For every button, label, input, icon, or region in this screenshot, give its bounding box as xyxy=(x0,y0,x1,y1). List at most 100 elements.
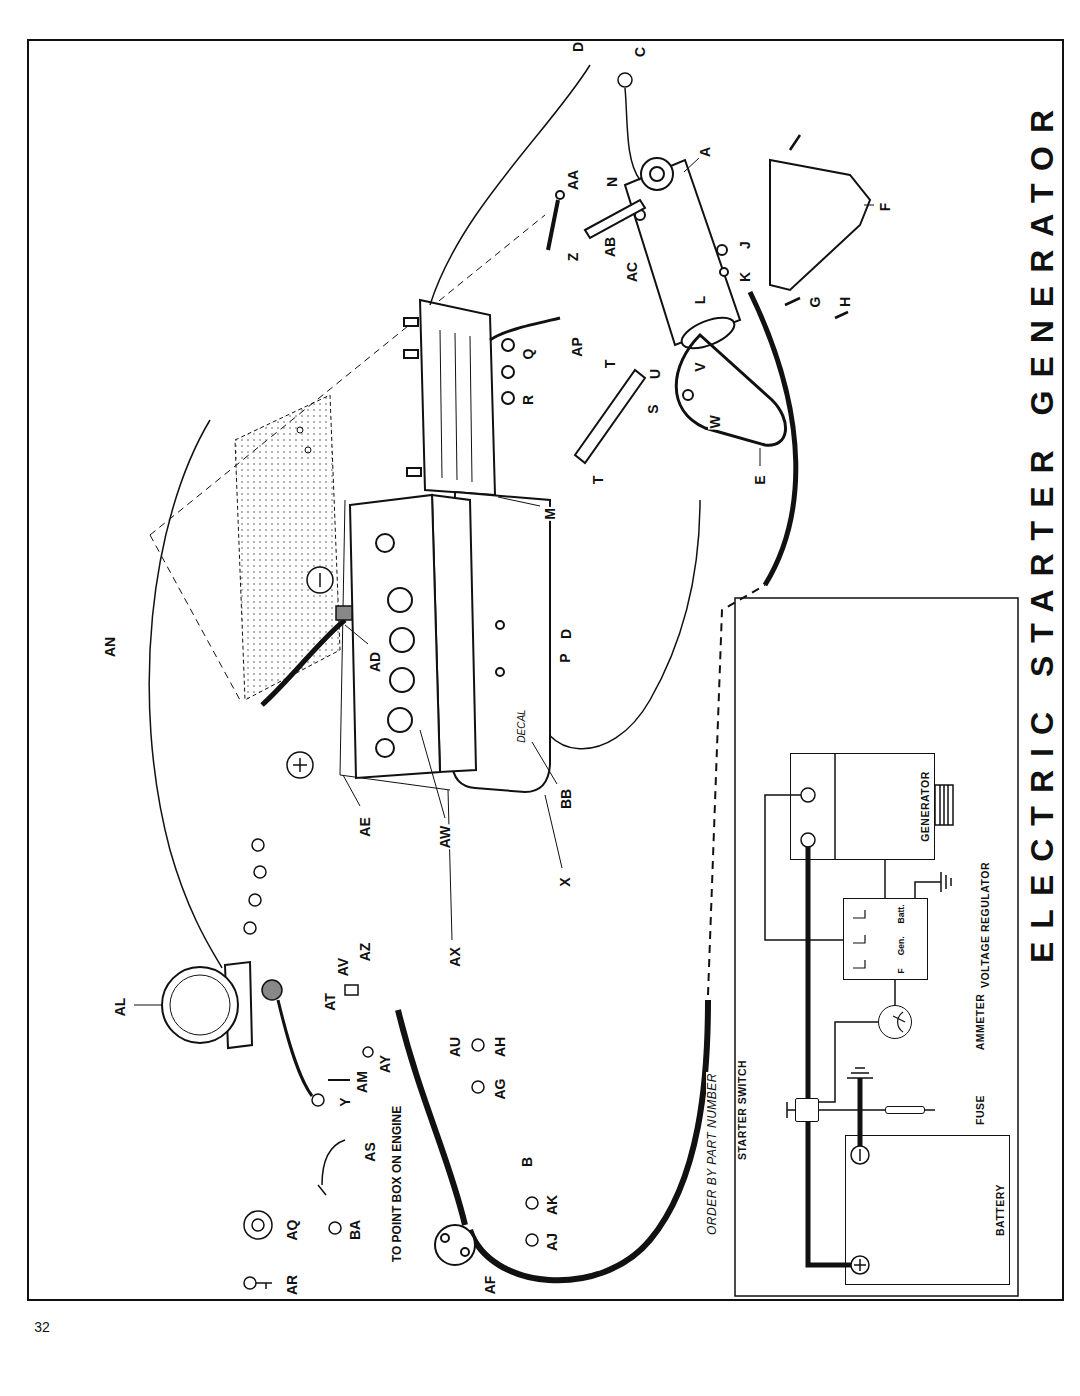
leader-line xyxy=(343,775,360,806)
polarity-symbol xyxy=(293,758,307,772)
leader-line xyxy=(345,625,368,644)
terminal-label: Batt. xyxy=(897,905,906,924)
generator-box: GENERATOR xyxy=(790,753,935,860)
leader-line xyxy=(448,790,452,940)
voltage-regulator-unit xyxy=(502,339,514,351)
starter-generator xyxy=(720,268,728,276)
bolt xyxy=(548,200,558,250)
callout-letter: AV xyxy=(336,957,350,977)
callout-letter: H xyxy=(838,296,852,308)
voltage-regulator-box: FGen.Batt.VOLTAGE REGULATOR xyxy=(835,857,995,993)
voltage-regulator-unit xyxy=(502,366,514,378)
callout-letter: R xyxy=(521,394,535,406)
battery-cable xyxy=(750,292,796,585)
small-hardware xyxy=(472,1081,484,1093)
symbol-outline xyxy=(795,1098,819,1122)
ignition-switch xyxy=(244,1277,256,1289)
small-hardware xyxy=(252,839,264,851)
battery-terminal xyxy=(854,1259,866,1271)
ring-terminal xyxy=(618,73,640,180)
callout-letter: Y xyxy=(338,1096,352,1107)
wire xyxy=(430,65,590,305)
callout-letter: AG xyxy=(493,1078,507,1101)
callout-letter: X xyxy=(558,876,572,887)
battery-cable xyxy=(262,980,282,1000)
battery-cable xyxy=(278,1000,312,1096)
callout-letter: AC xyxy=(625,261,639,283)
diagram-title: ELECTRIC STARTER GENERATOR xyxy=(1026,96,1058,964)
ground-symbol xyxy=(915,882,941,898)
starter-generator xyxy=(717,245,727,255)
note-text: ORDER BY PART NUMBER xyxy=(706,1072,718,1236)
wire-connector xyxy=(806,860,811,1098)
leader-line xyxy=(684,158,699,172)
drive-belt xyxy=(676,335,785,445)
small-hardware xyxy=(254,866,266,878)
callout-letter: AZ xyxy=(358,942,372,963)
pulley-symbol xyxy=(935,785,953,825)
starter-solenoid xyxy=(435,1225,475,1265)
node-heading: FUSE xyxy=(974,1094,986,1126)
starter-generator xyxy=(641,158,673,190)
battery xyxy=(340,500,450,790)
node-heading: VOLTAGE REGULATOR xyxy=(979,861,991,989)
mounting-bracket xyxy=(585,200,645,238)
wire-connector xyxy=(884,860,886,898)
battery xyxy=(388,708,412,732)
callout-letter: AX xyxy=(448,946,462,967)
battery-cable xyxy=(398,1010,465,1225)
battery-cable xyxy=(470,1000,708,1280)
mounting-plate xyxy=(305,447,311,453)
mounting-plate xyxy=(297,427,303,433)
callout-letter: AK xyxy=(545,1194,559,1216)
voltage-regulator-unit xyxy=(404,318,418,326)
wire-connector xyxy=(894,980,896,1005)
wire-connector xyxy=(819,1022,878,1102)
schematic-inset: BATTERYSTARTER SWITCHFUSEAMMETERFGen.Bat… xyxy=(735,595,1018,1300)
drive-belt xyxy=(676,335,785,445)
voltage-regulator-unit xyxy=(404,300,514,495)
switch-plunger xyxy=(787,1102,795,1118)
ammeter-dial xyxy=(893,1012,905,1032)
battery xyxy=(376,739,394,757)
callout-letter: AN xyxy=(103,636,117,658)
page-frame xyxy=(735,598,1018,1296)
callout-letter: V xyxy=(693,361,707,372)
page-number: 32 xyxy=(33,1320,51,1334)
battery-cable xyxy=(708,585,765,995)
ground-symbol xyxy=(941,872,951,892)
wire xyxy=(149,65,700,968)
battery xyxy=(350,495,440,778)
schematic-symbols xyxy=(735,595,1018,1300)
callout-letter: AW xyxy=(438,825,452,850)
dashed-guide xyxy=(150,535,240,700)
battery-cable xyxy=(262,620,345,705)
leader-line xyxy=(864,205,874,206)
polarity-symbol xyxy=(287,752,313,778)
gauge xyxy=(162,962,252,1048)
battery-box: BATTERY xyxy=(845,1135,1010,1285)
wire xyxy=(149,420,222,968)
ring-terminal xyxy=(618,73,632,87)
symbol-outline xyxy=(845,1135,1010,1285)
fuse-lead xyxy=(925,1109,935,1111)
node-heading: GENERATOR xyxy=(919,770,931,843)
node-heading: AMMETER xyxy=(974,993,986,1052)
callout-letter: Q xyxy=(521,348,535,361)
ignition-switch xyxy=(256,1283,272,1289)
callout-letter: AB xyxy=(603,236,617,258)
callout-letter: E xyxy=(753,474,767,485)
polarity-symbol xyxy=(307,567,333,593)
page-frame xyxy=(28,40,1063,1300)
small-hardware xyxy=(526,1197,538,1209)
gauge xyxy=(170,975,230,1035)
leader-line xyxy=(760,448,761,466)
mounting-bracket xyxy=(683,390,693,400)
regulator-contacts xyxy=(853,910,865,968)
leader-line xyxy=(498,497,540,506)
battery xyxy=(390,628,414,652)
page-frame xyxy=(28,40,1063,1300)
starter-generator xyxy=(625,158,740,355)
